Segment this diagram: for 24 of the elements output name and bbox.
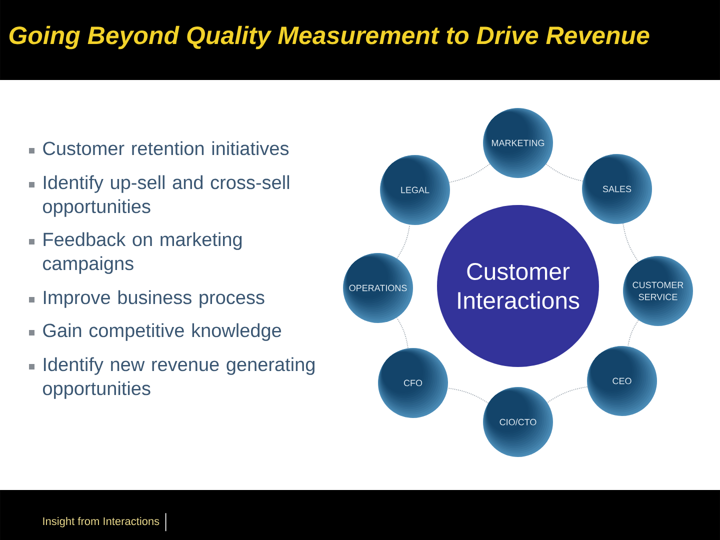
dotted-line xyxy=(628,320,639,347)
sphere-node: OPERATIONS xyxy=(343,253,413,323)
bullet-text: Identify up-sell and cross-sell opportunities xyxy=(43,175,290,217)
dotted-line xyxy=(622,223,639,262)
dotted-line xyxy=(546,386,588,403)
sphere-node: LEGAL xyxy=(380,155,450,225)
sphere-node: SALES xyxy=(582,154,652,224)
dotted-line xyxy=(396,224,410,259)
dotted-line xyxy=(447,388,489,404)
bullet-text: Gain competitive knowledge xyxy=(43,323,282,341)
slide-title: Going Beyond Quality Measurement to Drive Revenue xyxy=(9,26,650,50)
dotted-line xyxy=(448,164,490,183)
sphere-node: MARKETING xyxy=(483,108,553,178)
sphere-node: CIO/CTO xyxy=(483,387,553,457)
sphere-node: CUSTOMER SERVICE xyxy=(623,256,693,326)
bullet-text: Customer retention initiatives xyxy=(43,141,289,156)
sphere-node: CFO xyxy=(378,348,448,418)
tagline: Insight from Interactions xyxy=(43,517,160,528)
bullet-text: Feedback on marketing campaigns xyxy=(43,232,242,274)
sphere-node: CEO xyxy=(587,346,657,416)
dotted-line xyxy=(396,317,408,349)
dotted-line xyxy=(546,164,584,182)
bullet-text: Identify new revenue generating opportunities xyxy=(43,357,314,399)
bullet-text: Improve business process xyxy=(44,290,264,308)
